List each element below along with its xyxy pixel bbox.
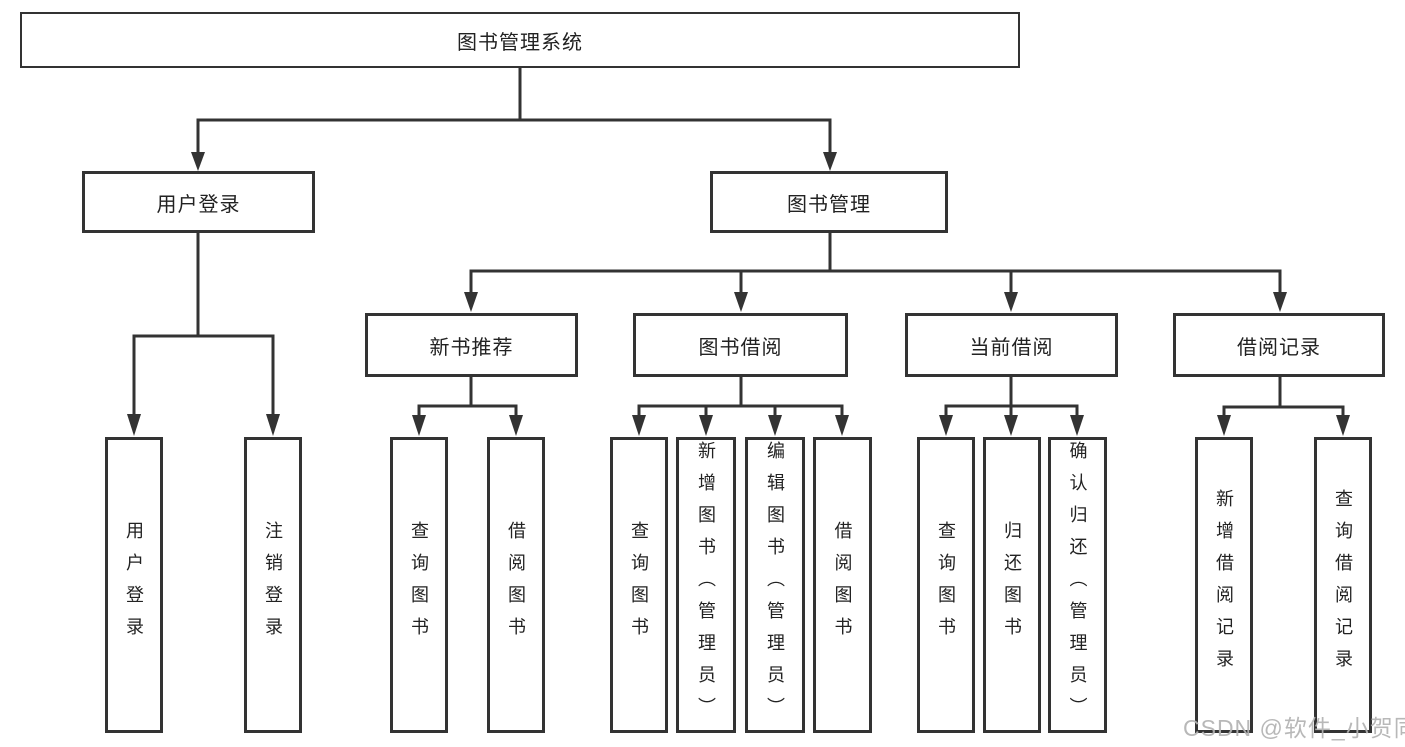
arrowhead [1070, 415, 1084, 436]
leaf-add-borrow-record: 新增借阅记录 [1195, 437, 1253, 733]
arrowhead [1004, 292, 1018, 312]
leaf-query-books-recommend: 查询图书 [390, 437, 448, 733]
leaf-query-books-current: 查询图书 [917, 437, 975, 733]
leaf-query-books-borrow: 查询图书 [610, 437, 668, 733]
node-book-management: 图书管理 [710, 171, 948, 233]
arrowhead [632, 415, 646, 436]
leaf-confirm-return-admin: 确认归还（管理员） [1048, 437, 1107, 733]
leaf-borrow-books-recommend: 借阅图书 [487, 437, 545, 733]
arrowhead [191, 152, 205, 171]
leaf-return-book: 归还图书 [983, 437, 1041, 733]
node-root: 图书管理系统 [20, 12, 1020, 68]
connectors-borrow-records [1217, 377, 1350, 436]
arrowhead [1336, 415, 1350, 436]
connectors-root [191, 68, 837, 171]
leaf-add-book-admin: 新增图书（管理员） [676, 437, 736, 733]
node-new-book-recommend: 新书推荐 [365, 313, 578, 377]
arrowhead [127, 414, 141, 436]
arrowhead [768, 415, 782, 436]
arrowhead [412, 415, 426, 436]
arrowhead [835, 415, 849, 436]
connectors-book-borrow [632, 377, 849, 436]
node-user-login: 用户登录 [82, 171, 315, 233]
leaf-borrow-books: 借阅图书 [813, 437, 872, 733]
connectors-book-management [464, 233, 1287, 312]
arrowhead [464, 292, 478, 312]
node-borrow-records: 借阅记录 [1173, 313, 1385, 377]
arrowhead [1217, 415, 1231, 436]
arrowhead [509, 415, 523, 436]
arrowhead [266, 414, 280, 436]
node-current-borrow: 当前借阅 [905, 313, 1118, 377]
arrowhead [1004, 415, 1018, 436]
arrowhead [939, 415, 953, 436]
leaf-edit-book-admin: 编辑图书（管理员） [745, 437, 805, 733]
arrowhead [823, 152, 837, 171]
arrowhead [734, 292, 748, 312]
connectors-new-book-recommend [412, 377, 523, 436]
connectors-current-borrow [939, 377, 1084, 436]
csdn-watermark: CSDN @软件_小贺同学 [1183, 715, 1405, 741]
leaf-logout: 注销登录 [244, 437, 302, 733]
arrowhead [699, 415, 713, 436]
connectors-user-login [127, 233, 280, 436]
node-book-borrow: 图书借阅 [633, 313, 848, 377]
leaf-query-borrow-record: 查询借阅记录 [1314, 437, 1372, 733]
arrowhead [1273, 292, 1287, 312]
leaf-user-login: 用户登录 [105, 437, 163, 733]
